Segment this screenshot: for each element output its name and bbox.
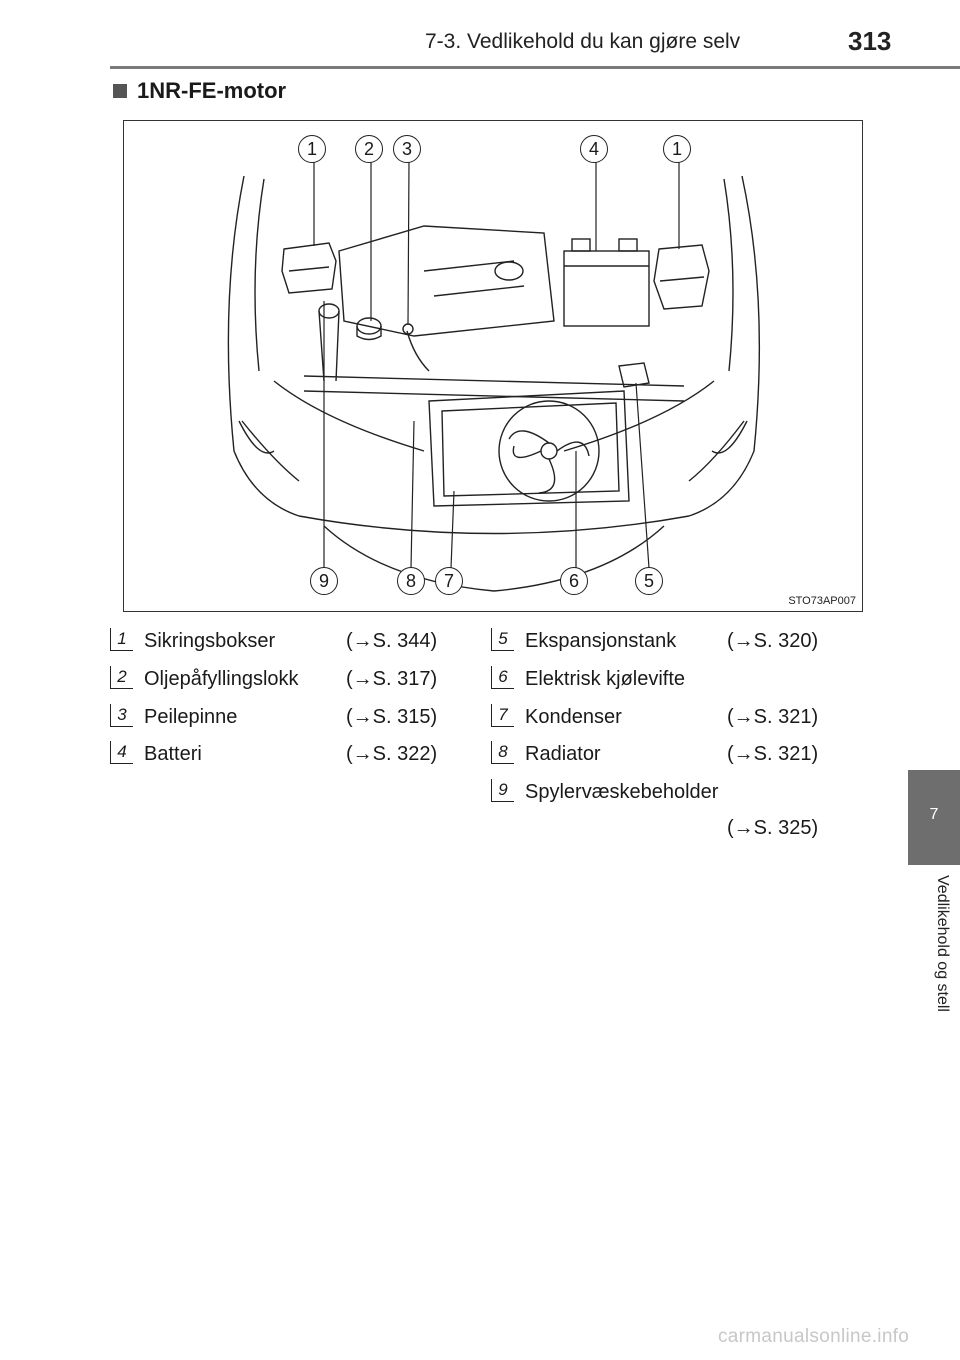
section-bullet-icon (113, 84, 127, 98)
callout-top-1: 1 (298, 135, 326, 163)
legend-label: Radiator (525, 743, 601, 765)
section-heading: 1NR-FE-motor (113, 78, 286, 104)
legend-page-ref: (→S. 320) (727, 630, 819, 652)
callout-bottom-1: 9 (310, 567, 338, 595)
legend-number: 3 (110, 704, 133, 727)
legend-label: Sikringsbokser (144, 630, 276, 652)
engine-bay-figure: 1 2 3 4 1 9 8 7 6 5 STO73AP007 (123, 120, 863, 612)
running-header: 7-3. Vedlikehold du kan gjøre selv (425, 30, 741, 53)
legend-number: 5 (491, 628, 514, 651)
legend-number: 6 (491, 666, 514, 689)
legend-number: 9 (491, 779, 514, 802)
figure-code: STO73AP007 (788, 595, 856, 607)
callout-top-5: 1 (663, 135, 691, 163)
callout-bottom-5: 5 (635, 567, 663, 595)
legend-page-ref: (→S. 321) (727, 743, 819, 765)
legend-page-ref: (→S. 321) (727, 706, 819, 728)
watermark: carmanualsonline.info (718, 1326, 910, 1347)
chapter-tab: 7 (908, 770, 960, 865)
legend-page-ref: (→S. 315) (346, 706, 438, 728)
callout-bottom-3: 7 (435, 567, 463, 595)
legend-page-ref: (→S. 322) (346, 743, 438, 765)
header-rule (110, 66, 960, 69)
legend-number: 4 (110, 741, 133, 764)
chapter-title: Vedlikehold og stell (934, 875, 951, 1012)
callout-top-4: 4 (580, 135, 608, 163)
legend-page-ref: (→S. 317) (346, 668, 438, 690)
callout-bottom-2: 8 (397, 567, 425, 595)
callout-top-2: 2 (355, 135, 383, 163)
callout-bottom-4: 6 (560, 567, 588, 595)
legend-label: Kondenser (525, 706, 622, 728)
legend-number: 8 (491, 741, 514, 764)
callout-top-3: 3 (393, 135, 421, 163)
legend-number: 1 (110, 628, 133, 651)
legend-label: Spylervæskebeholder (525, 781, 719, 803)
engine-bay-illustration (227, 160, 761, 592)
legend-label: Ekspansjonstank (525, 630, 677, 652)
legend-label: Batteri (144, 743, 202, 765)
legend-number: 7 (491, 704, 514, 727)
legend-number: 2 (110, 666, 133, 689)
legend-label: Oljepåfyllingslokk (144, 668, 299, 690)
chapter-number: 7 (929, 806, 939, 823)
legend-page-ref: (→S. 344) (346, 630, 438, 652)
section-heading-text: 1NR-FE-motor (137, 78, 287, 103)
legend-label: Peilepinne (144, 706, 238, 728)
page-number: 313 (848, 26, 892, 56)
legend-label: Elektrisk kjølevifte (525, 668, 686, 690)
legend-page-ref: (→S. 325) (727, 817, 819, 839)
